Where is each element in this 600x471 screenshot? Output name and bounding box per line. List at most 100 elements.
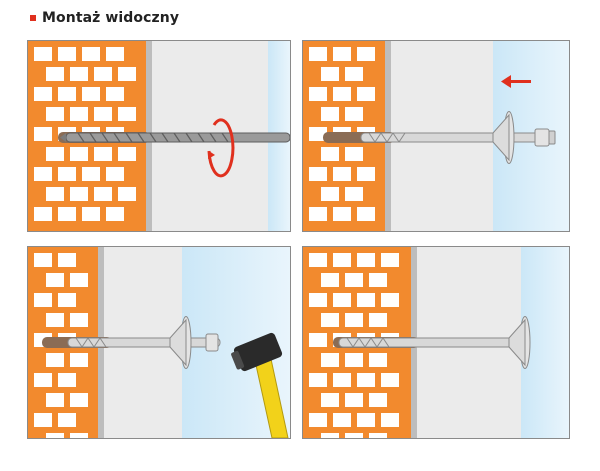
brick-hole: [34, 47, 52, 61]
push-left-arrow-icon: [501, 75, 531, 88]
brick-hole: [357, 293, 375, 307]
brick-hole: [345, 313, 363, 327]
brick-hole: [94, 187, 112, 201]
brick-hole: [94, 107, 112, 121]
brick-hole: [345, 67, 363, 81]
brick-hole: [345, 433, 363, 438]
brick-hole: [357, 87, 375, 101]
brick-hole: [70, 393, 88, 407]
hammer-icon: [231, 332, 289, 438]
brick-hole: [106, 47, 124, 61]
panel-drilling-step: [27, 40, 291, 232]
brick-hole: [46, 393, 64, 407]
brick-hole: [333, 47, 351, 61]
insulation-anchor-icon: [360, 111, 556, 164]
brick-hole: [46, 147, 64, 161]
brick-hole: [309, 207, 327, 221]
panel-hammer-illustration: [28, 247, 290, 438]
insulation-anchor-icon: [338, 316, 531, 369]
insulation-anchor-icon: [67, 316, 221, 369]
brick-hole: [333, 293, 351, 307]
brick-hole: [70, 273, 88, 287]
brick-hole: [94, 67, 112, 81]
brick-hole: [46, 273, 64, 287]
brick-hole: [357, 413, 375, 427]
brick-hole: [345, 393, 363, 407]
brick-hole: [333, 167, 351, 181]
brick-hole: [321, 313, 339, 327]
brick-hole: [106, 87, 124, 101]
title-text: Montaż widoczny: [42, 10, 180, 26]
brick-hole: [34, 167, 52, 181]
brick-hole: [106, 207, 124, 221]
panel-insert-illustration: [303, 41, 569, 231]
brick-hole: [34, 253, 52, 267]
brick-hole: [34, 373, 52, 387]
brick-hole: [345, 353, 363, 367]
brick-hole: [357, 207, 375, 221]
brick-hole: [345, 107, 363, 121]
brick-hole: [106, 167, 124, 181]
brick-hole: [321, 187, 339, 201]
brick-hole: [46, 433, 64, 438]
brick-holes: [34, 47, 136, 221]
panel-finished-illustration: [303, 247, 569, 438]
brick-hole: [70, 147, 88, 161]
brick-hole: [369, 433, 387, 438]
brick-holes: [34, 253, 88, 438]
brick-hole: [345, 273, 363, 287]
panel-drilling-illustration: [28, 41, 290, 231]
brick-hole: [381, 253, 399, 267]
brick-hole: [34, 127, 52, 141]
brick-hole: [321, 107, 339, 121]
panel-insert-anchor-step: [302, 40, 570, 232]
brick-hole: [58, 87, 76, 101]
brick-hole: [46, 67, 64, 81]
brick-hole: [309, 333, 327, 347]
brick-hole: [369, 393, 387, 407]
brick-hole: [70, 433, 88, 438]
brick-hole: [333, 207, 351, 221]
panel-hammer-step: [27, 246, 291, 439]
brick-hole: [321, 273, 339, 287]
brick-hole: [46, 107, 64, 121]
panel-finished-step: [302, 246, 570, 439]
brick-hole: [309, 293, 327, 307]
brick-hole: [94, 147, 112, 161]
brick-hole: [46, 313, 64, 327]
brick-hole: [58, 207, 76, 221]
brick-hole: [46, 353, 64, 367]
brick-hole: [82, 47, 100, 61]
brick-hole: [82, 87, 100, 101]
brick-hole: [369, 353, 387, 367]
brick-hole: [70, 353, 88, 367]
brick-hole: [321, 393, 339, 407]
brick-hole: [333, 373, 351, 387]
brick-hole: [118, 67, 136, 81]
brick-hole: [345, 187, 363, 201]
brick-hole: [321, 147, 339, 161]
brick-hole: [118, 147, 136, 161]
brick-hole: [309, 167, 327, 181]
brick-hole: [58, 293, 76, 307]
brick-hole: [357, 373, 375, 387]
brick-hole: [369, 313, 387, 327]
brick-hole: [309, 373, 327, 387]
brick-hole: [34, 207, 52, 221]
brick-hole: [58, 167, 76, 181]
brick-hole: [70, 67, 88, 81]
brick-hole: [357, 47, 375, 61]
brick-hole: [321, 67, 339, 81]
brick-hole: [70, 313, 88, 327]
drill-bit-icon: [60, 132, 290, 143]
brick-hole: [70, 107, 88, 121]
brick-hole: [381, 293, 399, 307]
brick-hole: [381, 413, 399, 427]
brick-hole: [381, 373, 399, 387]
brick-hole: [357, 167, 375, 181]
brick-hole: [321, 353, 339, 367]
brick-hole: [58, 253, 76, 267]
brick-hole: [309, 253, 327, 267]
brick-hole: [82, 167, 100, 181]
brick-hole: [309, 127, 327, 141]
